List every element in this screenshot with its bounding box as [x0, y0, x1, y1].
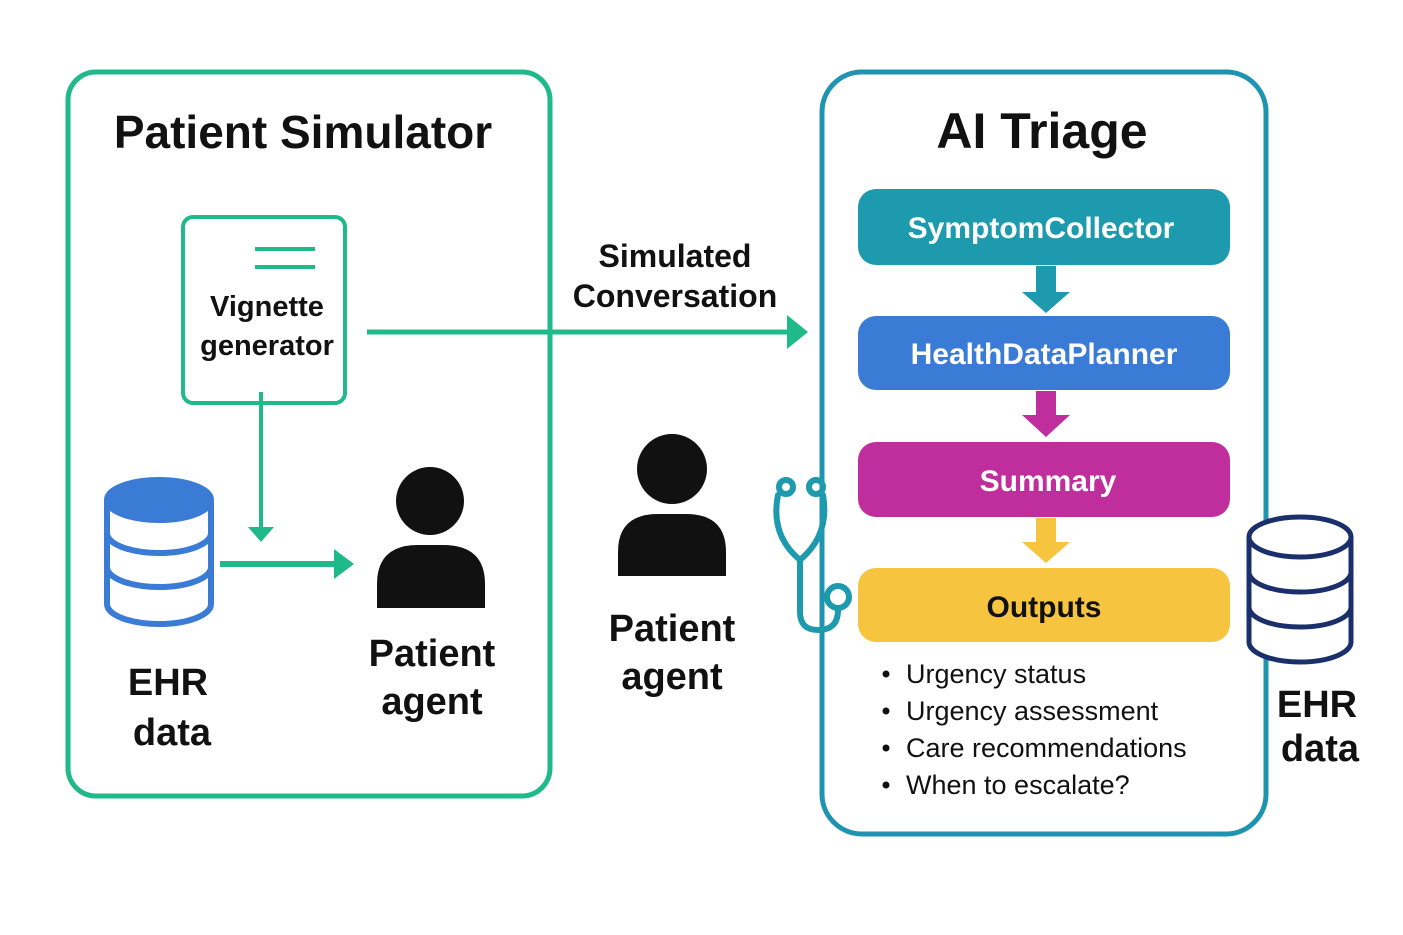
patient-agent-label-line1: Patient [369, 633, 496, 675]
ai-triage-frame [819, 69, 1269, 837]
right-ehr-label-line1: EHR [1277, 684, 1357, 726]
step-arrow-3 [1022, 518, 1070, 563]
step-health-data-planner: HealthDataPlanner [858, 316, 1230, 390]
database-icon [1246, 514, 1354, 665]
step-summary: Summary [858, 442, 1230, 517]
patient-simulator-frame [65, 69, 553, 799]
vignette-generator-label-line1: Vignette [210, 291, 324, 323]
step-summary-label: Summary [980, 465, 1117, 498]
step-symptom-collector: SymptomCollector [858, 189, 1230, 265]
step-outputs: Outputs [858, 568, 1230, 642]
ai-triage-title: AI Triage [936, 103, 1147, 159]
step-arrow-1 [1022, 266, 1070, 313]
step-symptom-collector-label: SymptomCollector [908, 212, 1175, 245]
database-icon [104, 477, 214, 627]
ehr-to-agent-arrow [220, 549, 354, 579]
vignette-to-agent-arrow [248, 392, 274, 542]
step-outputs-label: Outputs [987, 591, 1102, 624]
list-item: Care recommendations [906, 733, 1187, 763]
outputs-list: Urgency status Urgency assessment Care r… [882, 659, 1187, 800]
list-item: When to escalate? [906, 770, 1130, 800]
vignette-generator: Vignette generator [181, 215, 347, 405]
ai-triage-panel: AI Triage SymptomCollector HealthDataPla… [819, 69, 1269, 837]
vignette-generator-box [181, 215, 347, 405]
ehr-data-label-line1: EHR [128, 662, 208, 704]
list-item: Urgency assessment [906, 696, 1159, 726]
patient-simulator-title: Patient Simulator [114, 106, 492, 158]
person-icon [377, 467, 485, 608]
right-ehr-label-line2: data [1281, 728, 1360, 770]
step-arrow-2 [1022, 391, 1070, 437]
vignette-generator-label-line2: generator [200, 330, 334, 362]
person-icon [618, 434, 726, 576]
simulated-conversation-arrow [367, 315, 808, 349]
middle-patient-agent-label-line1: Patient [609, 608, 736, 650]
patient-agent-label-line2: agent [381, 681, 483, 723]
list-item: Urgency status [906, 659, 1086, 689]
ehr-data-label-line2: data [133, 712, 212, 754]
simulated-conversation-label-line2: Conversation [573, 278, 777, 314]
simulated-conversation-label-line1: Simulated [599, 238, 752, 274]
middle-patient-agent-label-line2: agent [621, 656, 723, 698]
patient-simulator-panel: Patient Simulator Vignette generator EHR… [65, 69, 553, 799]
stethoscope-icon [773, 477, 852, 634]
document-lines-icon [255, 247, 315, 269]
step-health-data-planner-label: HealthDataPlanner [911, 338, 1178, 371]
